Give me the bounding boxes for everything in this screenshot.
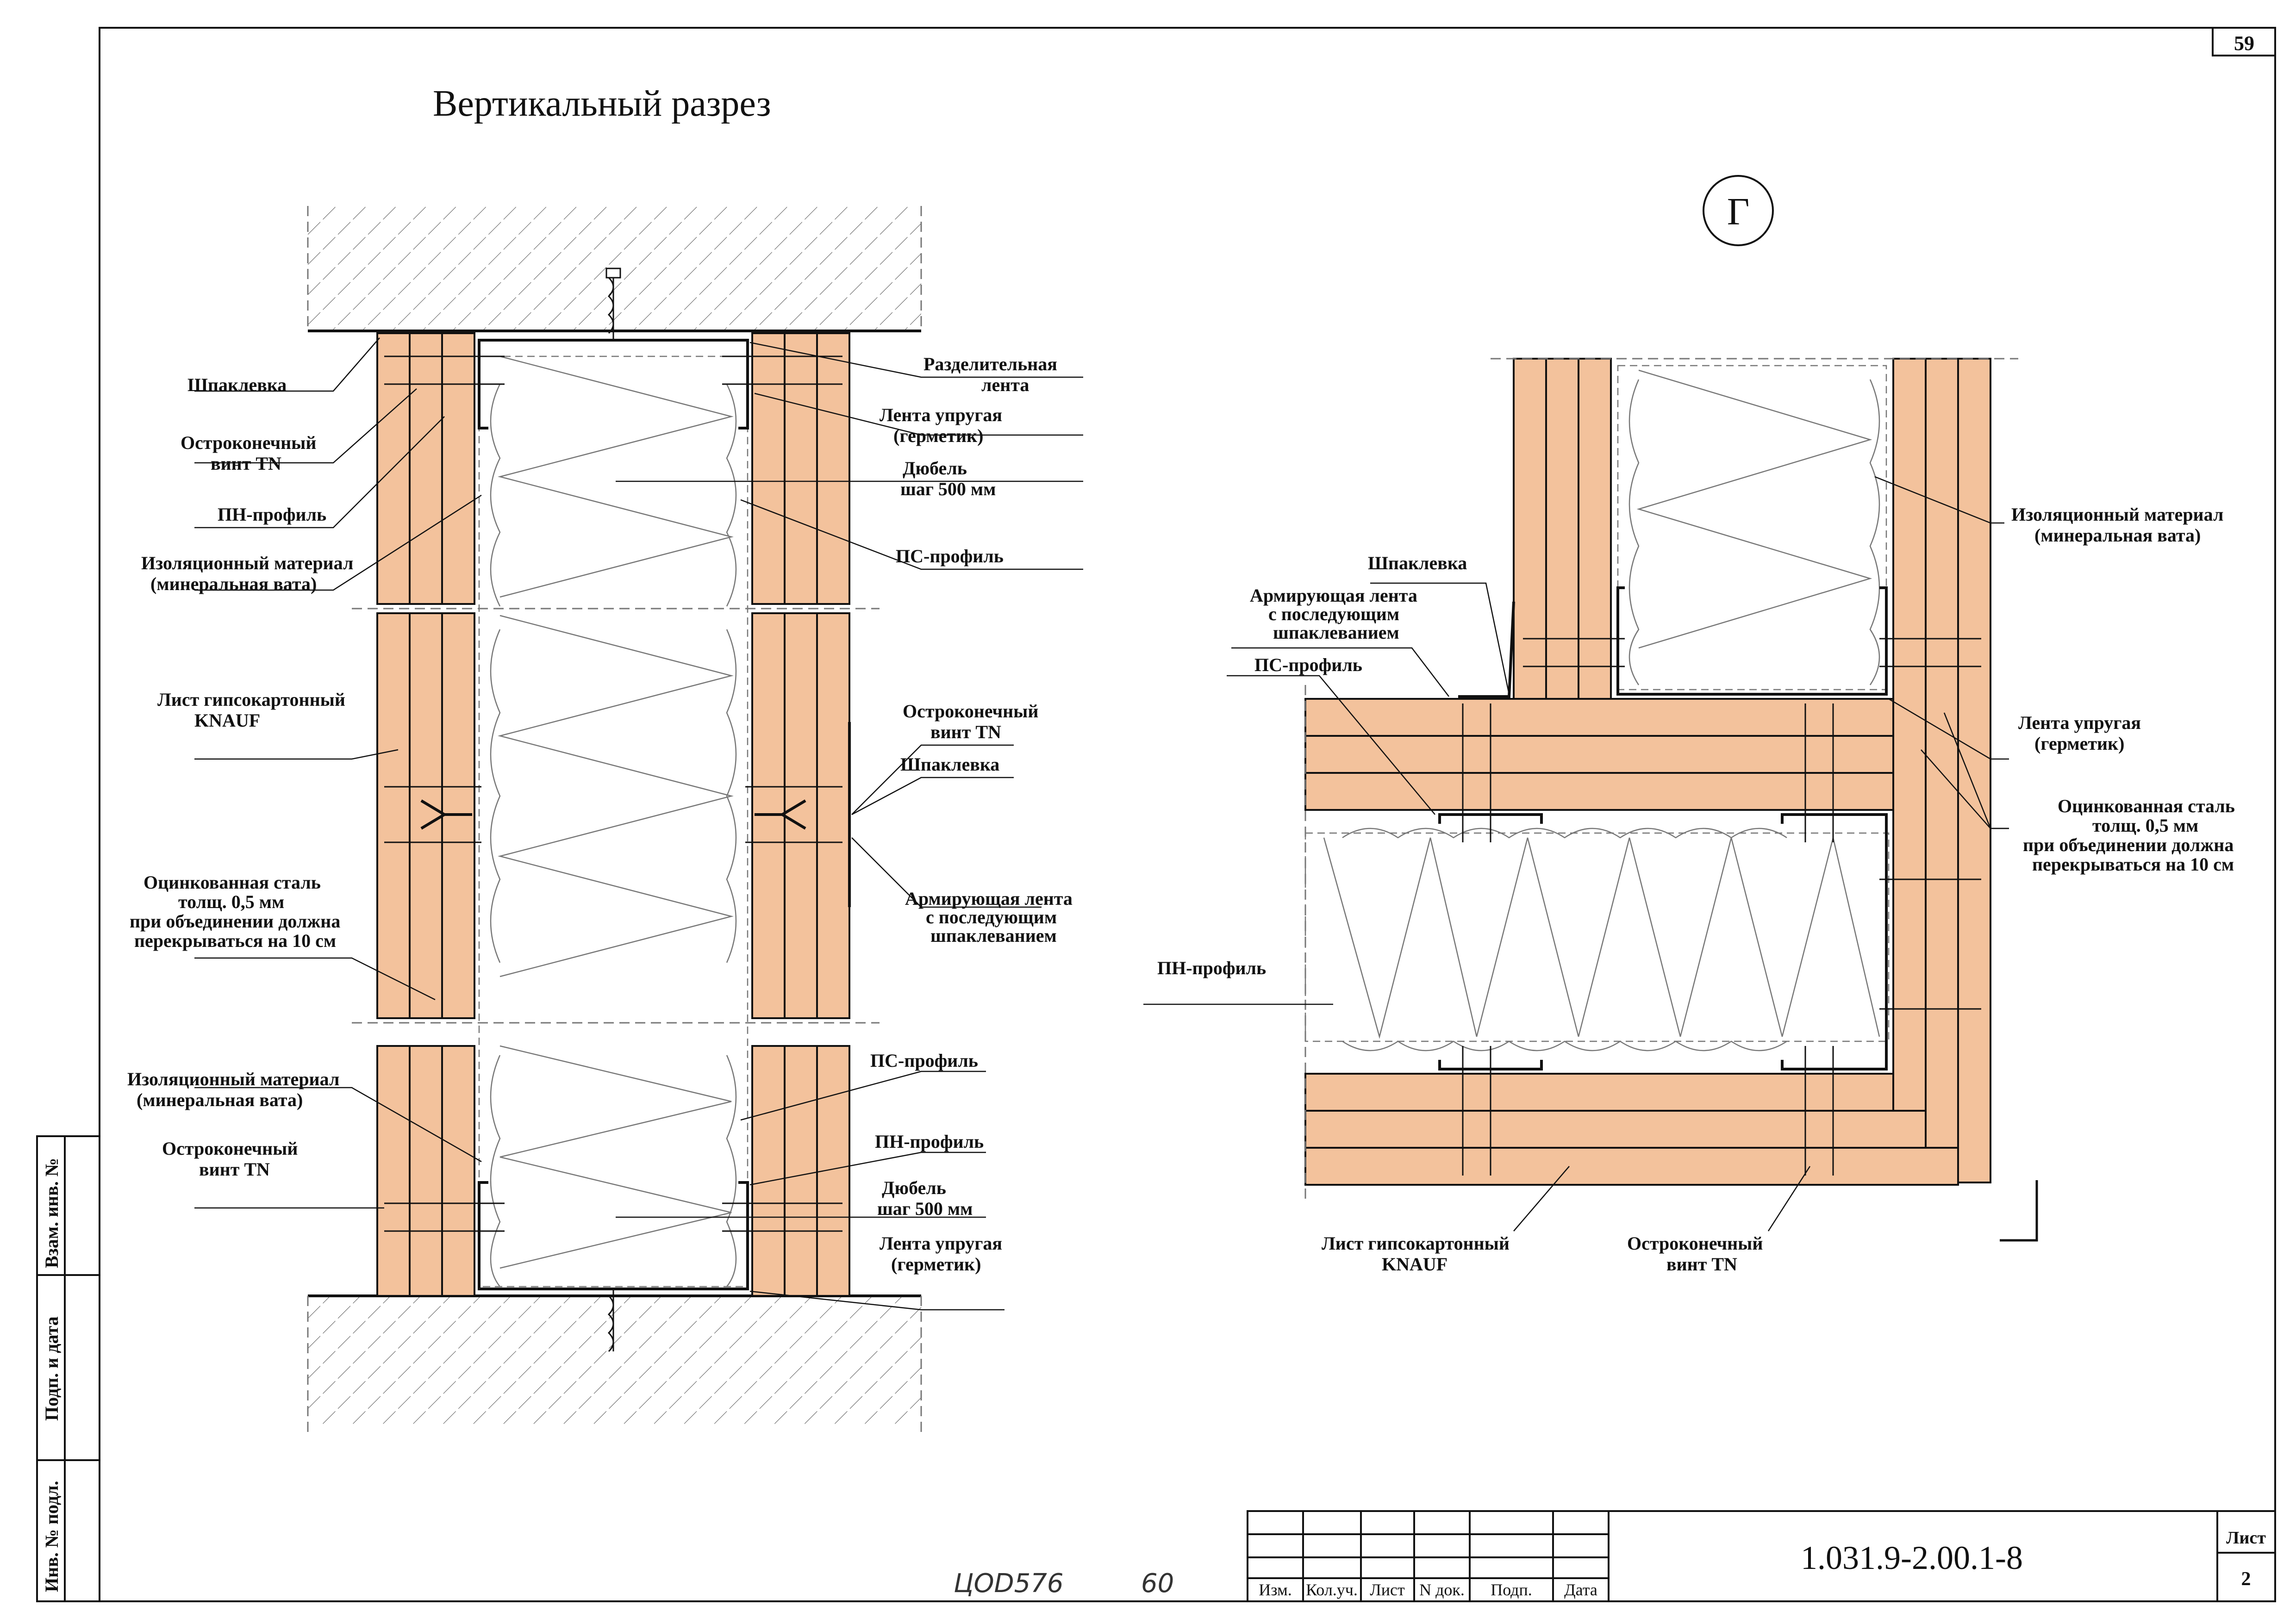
sheet-number: 59 bbox=[2234, 32, 2254, 55]
tb-col-data: Дата bbox=[1564, 1580, 1597, 1599]
stamp-podp: Подп. и дата bbox=[41, 1316, 62, 1421]
label-gkl-2: KNAUF bbox=[194, 710, 260, 731]
label-stal-4: перекрываться на 10 см bbox=[134, 930, 336, 951]
r-label-arm-2: с последующим bbox=[1268, 604, 1399, 624]
label-izol-bot-2: (минеральная вата) bbox=[137, 1089, 303, 1110]
r-label-vint-1: Остроконечный bbox=[1627, 1233, 1763, 1254]
label-stal-2: толщ. 0,5 мм bbox=[178, 891, 284, 912]
label-stal-1: Оцинкованная сталь bbox=[144, 872, 321, 893]
stamp-inv: Инв. № подл. bbox=[41, 1481, 62, 1592]
handwritten-page: 60 bbox=[1141, 1568, 1174, 1599]
label-vint-top-1: Остроконечный bbox=[181, 432, 316, 453]
leader-lines bbox=[194, 337, 1083, 1311]
side-stamp bbox=[36, 1135, 100, 1602]
tb-col-list: Лист bbox=[1370, 1580, 1405, 1599]
label-vint-1: Остроконечный bbox=[903, 701, 1038, 722]
bottom-slab bbox=[308, 1296, 921, 1425]
label-lenta-b2: (герметик) bbox=[891, 1254, 981, 1275]
r-label-pn: ПН-профиль bbox=[1157, 958, 1266, 978]
label-izol-top-2: (минеральная вата) bbox=[150, 573, 317, 594]
label-arm-2: с последующим bbox=[926, 907, 1057, 927]
label-vint-bot-1: Остроконечный bbox=[162, 1138, 298, 1159]
r-label-stal-2: толщ. 0,5 мм bbox=[2092, 815, 2198, 836]
label-lenta-2: (герметик) bbox=[893, 425, 983, 446]
r-label-stal-3: при объединении должна bbox=[2023, 834, 2234, 855]
page-title: Вертикальный разрез bbox=[433, 83, 771, 124]
r-label-gkl-2: KNAUF bbox=[1382, 1254, 1447, 1275]
label-izol-bot-1: Изоляционный материал bbox=[127, 1069, 339, 1089]
label-arm-3: шпаклеванием bbox=[930, 925, 1057, 946]
r-label-arm-3: шпаклеванием bbox=[1273, 622, 1399, 643]
r-label-gkl-1: Лист гипсокартонный bbox=[1322, 1233, 1510, 1254]
r-label-izol-2: (минеральная вата) bbox=[2034, 525, 2201, 546]
label-razd-1: Разделительная bbox=[923, 354, 1057, 374]
sheet-number-box bbox=[2212, 27, 2276, 56]
label-lenta-1: Лента упругая bbox=[880, 404, 1002, 425]
screws bbox=[384, 355, 842, 1232]
label-razd-2: лента bbox=[981, 374, 1029, 395]
tb-list-value: 2 bbox=[2241, 1568, 2251, 1590]
title-block bbox=[1247, 1510, 2276, 1602]
label-arm-1: Армирующая лента bbox=[905, 888, 1073, 909]
tb-col-kolu: Кол.уч. bbox=[1306, 1580, 1358, 1599]
label-dubel-b1: Дюбель bbox=[882, 1177, 946, 1198]
dowel-top bbox=[605, 268, 621, 340]
tb-col-ndok: N док. bbox=[1419, 1580, 1465, 1599]
sheet-frame bbox=[99, 27, 2276, 1602]
label-pn-top: ПН-профиль bbox=[218, 504, 326, 525]
r-label-arm-1: Армирующая лента bbox=[1250, 585, 1417, 606]
r-label-lenta-1: Лента упругая bbox=[2018, 712, 2141, 733]
r-label-stal-4: перекрываться на 10 см bbox=[2032, 854, 2234, 875]
stamp-vzam: Взам. инв. № bbox=[41, 1158, 62, 1268]
label-vint-bot-2: винт TN bbox=[199, 1159, 270, 1180]
r-label-ps: ПС-профиль bbox=[1254, 654, 1362, 675]
handwritten-number: ЦОD576 bbox=[954, 1568, 1064, 1599]
r-label-shpaklevka: Шпаклевка bbox=[1368, 553, 1467, 573]
left-boards bbox=[376, 332, 475, 1297]
label-ps-bot: ПС-профиль bbox=[870, 1050, 978, 1071]
label-dubel-2: шаг 500 мм bbox=[900, 479, 996, 499]
r-label-vint-2: винт TN bbox=[1666, 1254, 1737, 1275]
label-ps-top: ПС-профиль bbox=[896, 546, 1004, 566]
label-shpaklevka-top: Шпаклевка bbox=[187, 374, 287, 395]
dowel-bottom bbox=[607, 1289, 614, 1352]
label-izol-top-1: Изоляционный материал bbox=[141, 553, 353, 573]
detail-g: Г bbox=[1143, 175, 2235, 1275]
insulation-zigzag bbox=[478, 355, 749, 1288]
r-label-stal-1: Оцинкованная сталь bbox=[2058, 796, 2235, 816]
label-vint-2: винт TN bbox=[930, 722, 1001, 742]
label-dubel-1: Дюбель bbox=[903, 458, 967, 479]
vertical-section: Шпаклевка Остроконечный винт TN ПН-профи… bbox=[127, 206, 1083, 1435]
tb-col-podp: Подп. bbox=[1491, 1580, 1532, 1599]
r-label-izol-1: Изоляционный материал bbox=[2011, 504, 2223, 525]
label-lenta-b1: Лента упругая bbox=[880, 1233, 1002, 1254]
tb-list-label: Лист bbox=[2226, 1528, 2266, 1548]
doc-code: 1.031.9-2.00.1-8 bbox=[1801, 1539, 2023, 1576]
label-dubel-b2: шаг 500 мм bbox=[877, 1198, 973, 1219]
label-pn-bot: ПН-профиль bbox=[875, 1131, 984, 1152]
label-vint-top-2: винт TN bbox=[211, 453, 281, 474]
detail-mark: Г bbox=[1727, 190, 1750, 233]
r-label-lenta-2: (герметик) bbox=[2034, 733, 2124, 754]
label-gkl-1: Лист гипсокартонный bbox=[157, 689, 345, 710]
tb-col-izm: Изм. bbox=[1259, 1580, 1292, 1599]
detail-mark-circle bbox=[1703, 175, 1774, 246]
label-shpaklevka-mid: Шпаклевка bbox=[900, 754, 999, 775]
label-stal-3: при объединении должна bbox=[130, 911, 340, 932]
